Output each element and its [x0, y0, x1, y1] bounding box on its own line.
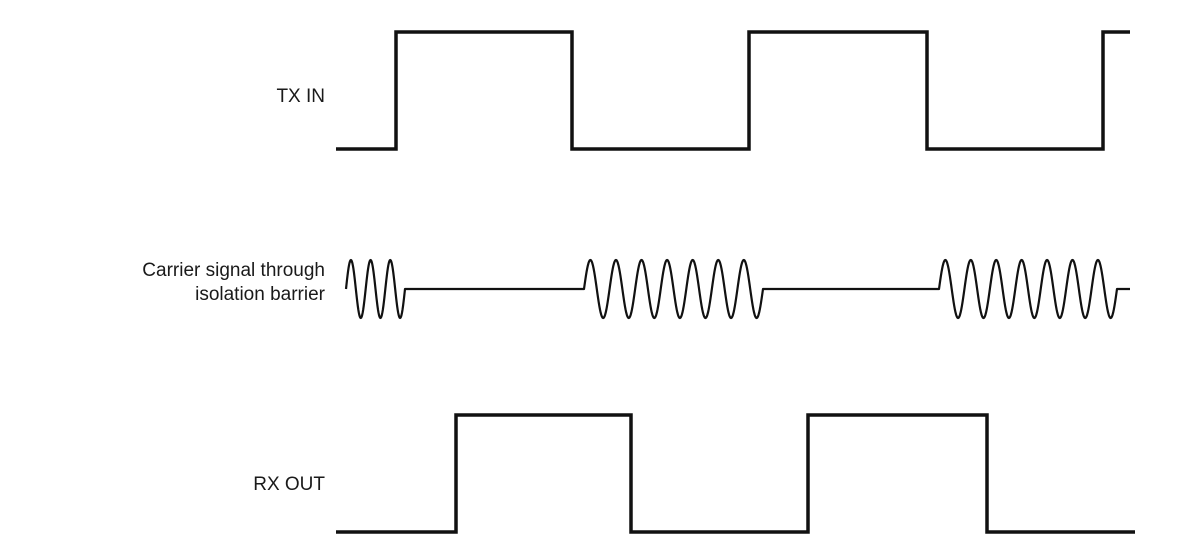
- rx-out-label: RX OUT: [253, 474, 325, 495]
- tx-in-label: TX IN: [276, 86, 325, 107]
- carrier-label-line-2: isolation barrier: [195, 284, 325, 305]
- carrier-signal-label: Carrier signal through isolation barrier: [142, 259, 325, 307]
- carrier-label-line-1: Carrier signal through: [142, 260, 325, 281]
- tx-in-waveform: [336, 30, 1130, 151]
- rx-out-waveform: [336, 413, 1135, 534]
- carrier-signal-waveform: [344, 258, 1130, 320]
